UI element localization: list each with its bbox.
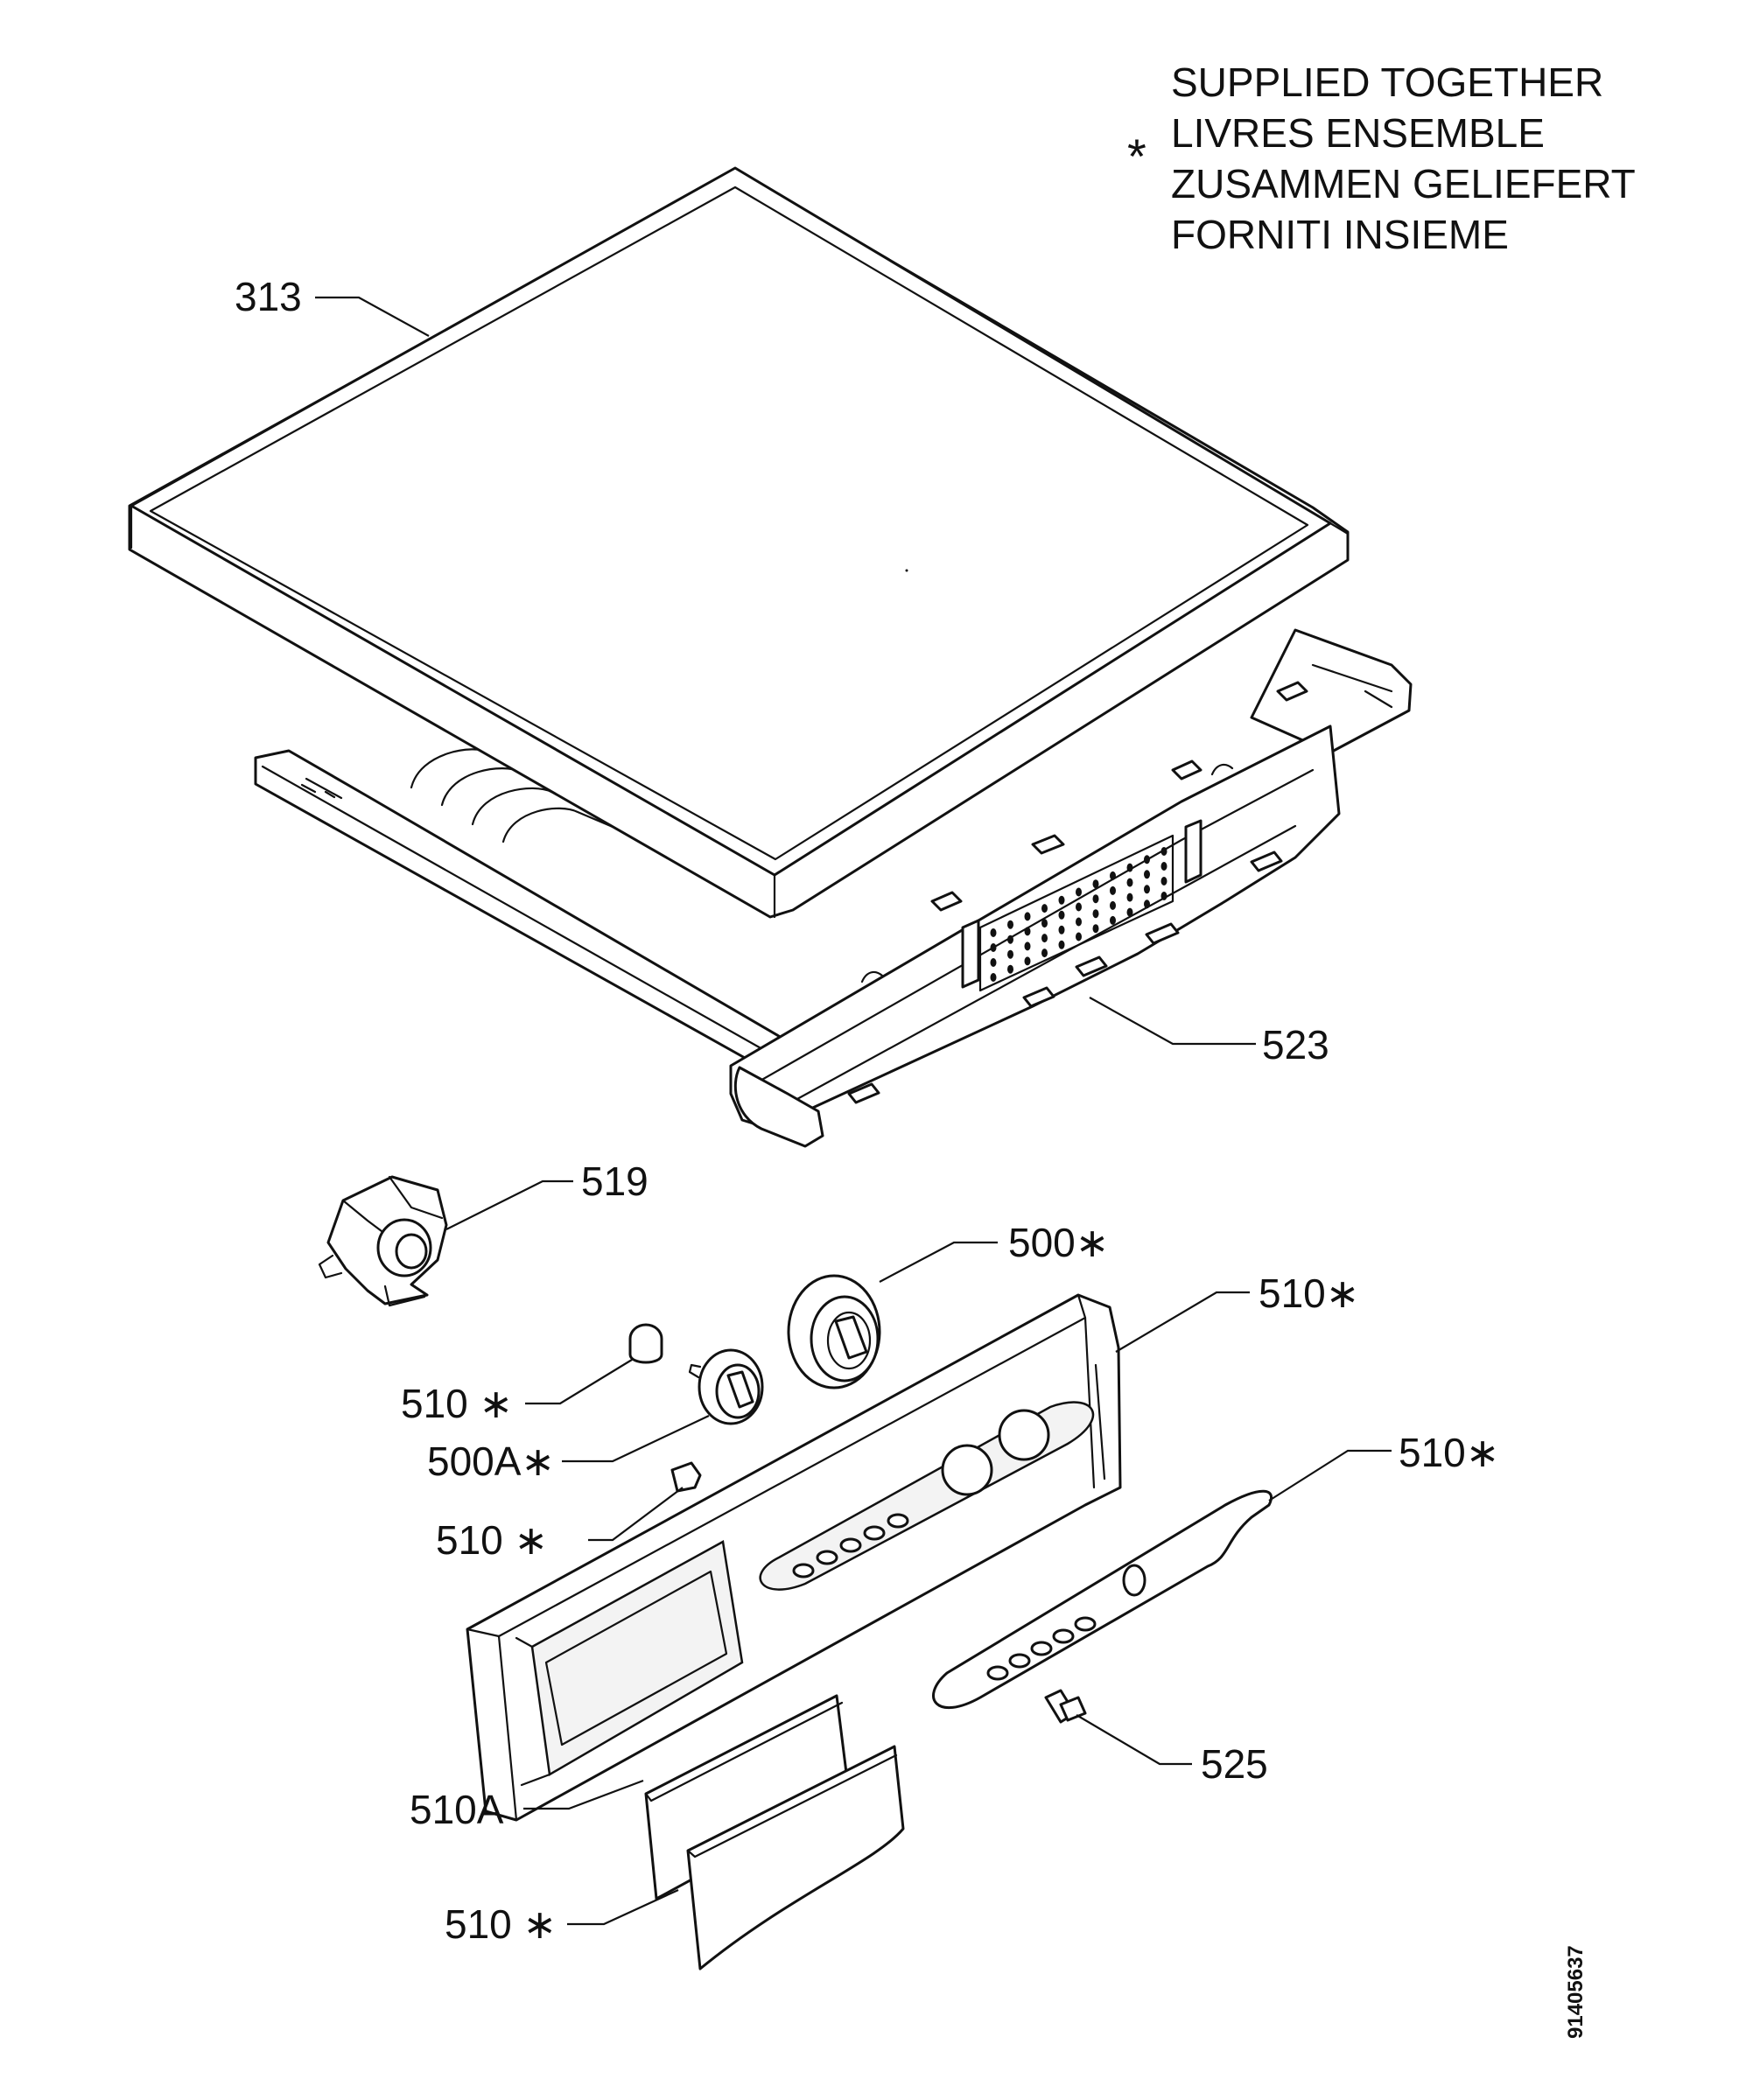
vent-hole: [1058, 910, 1065, 920]
label-510A: 510A: [410, 1787, 504, 1832]
small-knob-500A: [688, 1348, 764, 1425]
vent-hole: [1024, 942, 1031, 951]
vent-hole: [1126, 892, 1133, 902]
vent-hole: [1092, 894, 1099, 904]
vent-hole: [1110, 900, 1116, 910]
part-labels: 313 523 519 500∗ 510∗ 510 ∗ 500A∗ 510 ∗ …: [235, 274, 1499, 1947]
label-519: 519: [581, 1158, 649, 1204]
top-frame-523: [254, 628, 1413, 1148]
drawing-code: 91405637: [1564, 1945, 1588, 2039]
vent-hole: [1024, 927, 1031, 936]
vent-hole: [1160, 862, 1167, 871]
spacer-510: [628, 1323, 663, 1364]
vent-hole: [990, 958, 997, 967]
vent-hole: [1144, 855, 1150, 864]
vent-hole: [1160, 892, 1167, 900]
vent-hole: [1041, 919, 1048, 928]
note-asterisk: *: [1127, 129, 1146, 184]
label-500: 500∗: [1008, 1220, 1109, 1265]
note-line-2: LIVRES ENSEMBLE: [1171, 110, 1545, 156]
vent-hole: [1110, 886, 1116, 895]
vent-hole: [1092, 909, 1099, 919]
label-525: 525: [1201, 1741, 1268, 1787]
label-510-spacer: 510 ∗: [401, 1381, 513, 1426]
label-313: 313: [235, 274, 302, 319]
label-510-panel: 510∗: [1259, 1270, 1359, 1316]
vent-hole: [1092, 879, 1099, 889]
vent-hole: [1110, 915, 1116, 925]
vent-hole: [1041, 904, 1048, 914]
vent-hole: [1007, 934, 1013, 944]
vent-hole: [1041, 948, 1048, 958]
vent-hole: [1144, 900, 1150, 909]
indicator-510: [670, 1461, 702, 1493]
vent-hole: [1126, 878, 1133, 887]
vent-hole: [1024, 956, 1031, 966]
control-panel-510: [466, 1293, 1122, 1822]
vent-hole: [1076, 932, 1082, 942]
vent-hole: [1058, 940, 1065, 949]
note-line-1: SUPPLIED TOGETHER: [1171, 60, 1603, 105]
vent-hole: [1144, 870, 1150, 879]
vent-hole: [990, 973, 997, 982]
note-line-3: ZUSAMMEN GELIEFERT: [1171, 161, 1636, 206]
main-knob-500: [787, 1274, 881, 1390]
label-523: 523: [1262, 1022, 1329, 1068]
top-cover-313: [128, 166, 1350, 919]
vent-hole: [1144, 885, 1150, 894]
vent-hole: [1076, 917, 1082, 927]
vent-hole: [1058, 895, 1065, 905]
vent-hole: [1007, 920, 1013, 929]
vent-hole: [1007, 964, 1013, 974]
vent-hole: [1092, 924, 1099, 934]
vent-hole: [1160, 877, 1167, 886]
label-510-handle: 510 ∗: [445, 1901, 557, 1947]
leader-lines: [315, 296, 1392, 1926]
vent-perforations: [978, 834, 1175, 992]
knob-bracket-519: [318, 1175, 448, 1307]
pin-525: [1044, 1689, 1087, 1724]
vent-hole: [1076, 887, 1082, 897]
vent-hole: [990, 928, 997, 937]
supplied-together-note: * SUPPLIED TOGETHER LIVRES ENSEMBLE ZUSA…: [1127, 60, 1636, 257]
drawer-handle-510: [686, 1745, 905, 1970]
vent-hole: [1058, 925, 1065, 934]
vent-hole: [1160, 847, 1167, 856]
vent-hole: [1007, 949, 1013, 959]
vent-hole: [990, 943, 997, 952]
vent-hole: [1126, 863, 1133, 872]
vent-hole: [1041, 934, 1048, 943]
vent-hole: [1126, 907, 1133, 917]
vent-hole: [1024, 912, 1031, 921]
vent-hole: [1076, 902, 1082, 912]
label-510-indicator: 510 ∗: [436, 1517, 548, 1563]
label-510-overlay: 510∗: [1399, 1430, 1499, 1475]
label-500A: 500A∗: [427, 1438, 555, 1484]
vent-hole: [1110, 871, 1116, 880]
panel-overlay-510: [932, 1489, 1273, 1709]
note-line-4: FORNITI INSIEME: [1171, 212, 1509, 257]
